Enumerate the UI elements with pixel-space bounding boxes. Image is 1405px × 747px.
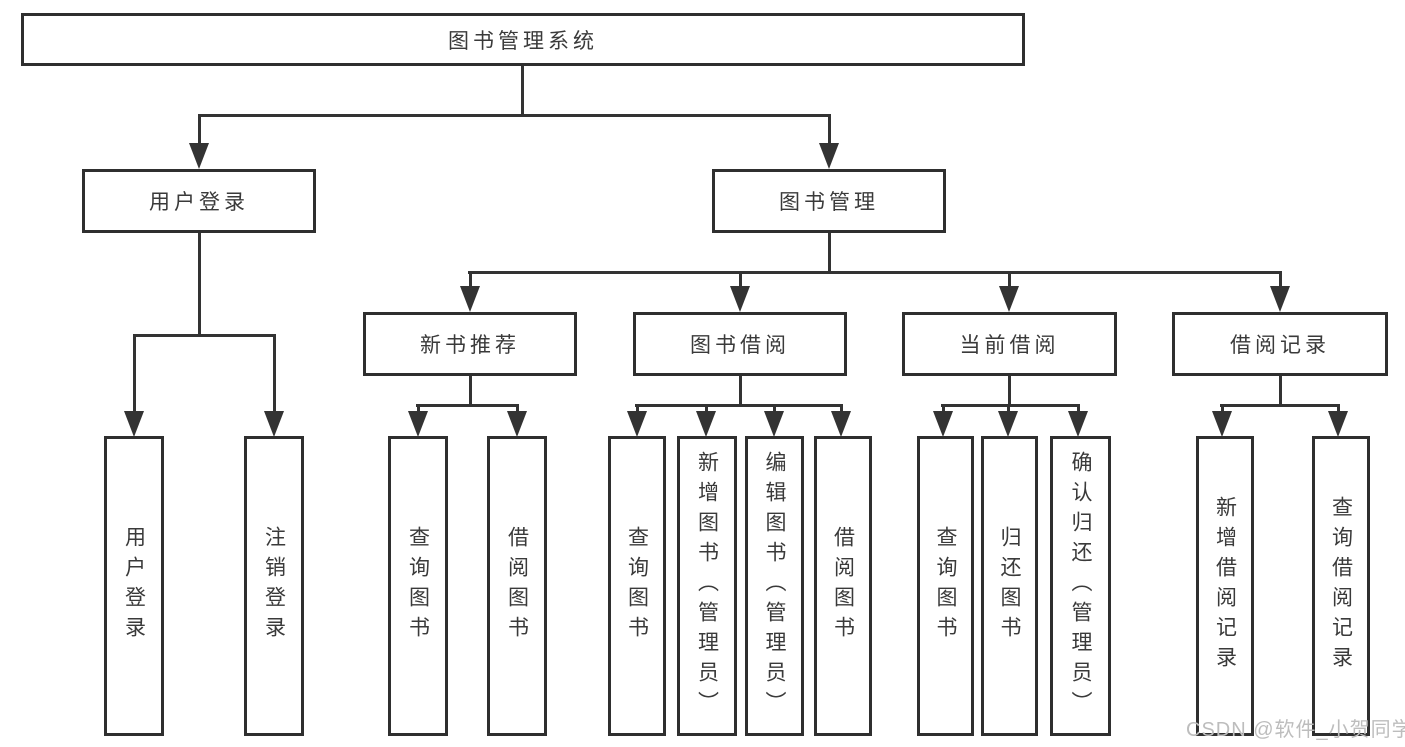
arrow-down-icon (764, 411, 784, 437)
leaf-borrow-books: 借阅图书 (814, 436, 872, 736)
leaf-label: 编辑图书（管理员） (763, 451, 786, 721)
connector-line (198, 117, 201, 145)
connector-line (417, 407, 420, 413)
connector-line (739, 274, 742, 286)
connector-line (1008, 376, 1011, 404)
connector-line (198, 233, 201, 334)
connector-line (1279, 376, 1282, 404)
node-label: 图书管理 (779, 191, 879, 214)
leaf-borrow-books-recommend: 借阅图书 (487, 436, 547, 736)
connector-line (636, 407, 639, 413)
leaf-label: 确认归还（管理员） (1069, 451, 1092, 721)
connector-line (941, 404, 1080, 407)
leaf-user-login: 用户登录 (104, 436, 164, 736)
arrow-down-icon (124, 411, 144, 437)
leaf-return-books: 归还图书 (981, 436, 1038, 736)
connector-line (133, 334, 276, 337)
arrow-down-icon (460, 286, 480, 312)
connector-line (198, 114, 831, 117)
leaf-add-borrow-record: 新增借阅记录 (1196, 436, 1254, 736)
connector-line (828, 233, 831, 271)
arrow-down-icon (1328, 411, 1348, 437)
connector-line (516, 407, 519, 413)
connector-line (133, 337, 136, 411)
leaf-label: 归还图书 (998, 526, 1021, 646)
leaf-query-books-current: 查询图书 (917, 436, 974, 736)
connector-line (1279, 274, 1282, 286)
connector-line (635, 404, 843, 407)
connector-line (469, 274, 472, 286)
connector-line (705, 407, 708, 413)
connector-line (1337, 407, 1340, 413)
connector-line (468, 271, 1282, 274)
connector-line (273, 337, 276, 411)
arrow-down-icon (507, 411, 527, 437)
connector-line (1008, 274, 1011, 286)
leaf-label: 查询图书 (406, 526, 430, 646)
node-book-management: 图书管理 (712, 169, 946, 233)
connector-line (840, 407, 843, 413)
node-label: 用户登录 (149, 191, 249, 214)
connector-line (1007, 407, 1010, 413)
node-label: 借阅记录 (1230, 334, 1330, 357)
leaf-label: 查询借阅记录 (1329, 496, 1353, 676)
leaf-label: 注销登录 (262, 526, 286, 646)
leaf-label: 新增借阅记录 (1213, 496, 1237, 676)
node-current-borrow: 当前借阅 (902, 312, 1117, 376)
node-user-login: 用户登录 (82, 169, 316, 233)
arrow-down-icon (627, 411, 647, 437)
leaf-logout: 注销登录 (244, 436, 304, 736)
node-book-borrow: 图书借阅 (633, 312, 847, 376)
connector-line (739, 376, 742, 404)
arrow-down-icon (264, 411, 284, 437)
leaf-label: 查询图书 (625, 526, 649, 646)
connector-line (828, 117, 831, 145)
leaf-label: 借阅图书 (831, 526, 855, 646)
root-node: 图书管理系统 (21, 13, 1025, 66)
node-label: 图书借阅 (690, 334, 790, 357)
connector-line (416, 404, 519, 407)
arrow-down-icon (1068, 411, 1088, 437)
node-new-book-recommend: 新书推荐 (363, 312, 577, 376)
root-node-label: 图书管理系统 (448, 29, 598, 53)
leaf-label: 用户登录 (122, 526, 146, 646)
leaf-confirm-return-admin: 确认归还（管理员） (1050, 436, 1111, 736)
arrow-down-icon (696, 411, 716, 437)
arrow-down-icon (1270, 286, 1290, 312)
leaf-query-books-borrow: 查询图书 (608, 436, 666, 736)
connector-line (1221, 407, 1224, 413)
arrow-down-icon (819, 143, 839, 169)
connector-line (1077, 407, 1080, 413)
arrow-down-icon (998, 411, 1018, 437)
leaf-query-borrow-record: 查询借阅记录 (1312, 436, 1370, 736)
connector-line (469, 376, 472, 404)
node-borrow-records: 借阅记录 (1172, 312, 1388, 376)
connector-line (1220, 404, 1340, 407)
arrow-down-icon (189, 143, 209, 169)
connector-line (942, 407, 945, 413)
csdn-watermark: CSDN @软件_小贺同学 (1186, 719, 1405, 741)
arrow-down-icon (1212, 411, 1232, 437)
leaf-label: 新增图书（管理员） (695, 451, 719, 721)
leaf-label: 借阅图书 (505, 526, 529, 646)
leaf-add-books-admin: 新增图书（管理员） (677, 436, 737, 736)
arrow-down-icon (408, 411, 428, 437)
arrow-down-icon (933, 411, 953, 437)
connector-line (521, 66, 524, 116)
arrow-down-icon (730, 286, 750, 312)
arrow-down-icon (999, 286, 1019, 312)
connector-line (773, 407, 776, 413)
leaf-edit-books-admin: 编辑图书（管理员） (745, 436, 804, 736)
leaf-label: 查询图书 (934, 526, 957, 646)
node-label: 新书推荐 (420, 334, 520, 357)
arrow-down-icon (831, 411, 851, 437)
node-label: 当前借阅 (959, 334, 1060, 357)
leaf-query-books-recommend: 查询图书 (388, 436, 448, 736)
